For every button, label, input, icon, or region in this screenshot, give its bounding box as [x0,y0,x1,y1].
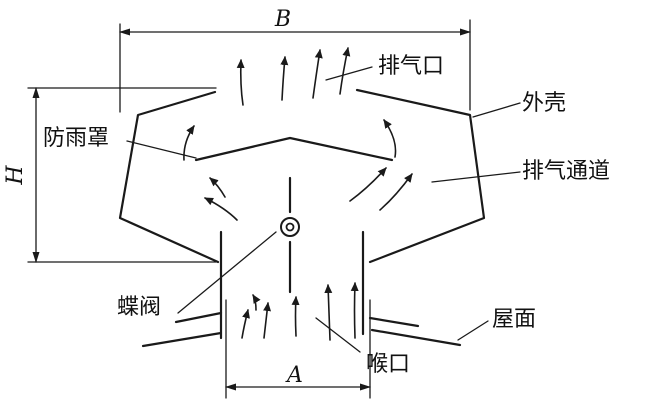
dimension-h: H [3,87,217,263]
rain-hood [194,136,394,162]
leader-lines [126,66,521,353]
label-butterfly-valve: 蝶阀 [117,295,161,320]
label-shell: 外壳 [522,91,566,116]
outer-shell [118,88,486,264]
label-exhaust-channel: 排气通道 [522,159,610,184]
label-rain-hood: 防雨罩 [43,126,109,151]
dimension-h-label: H [3,165,28,186]
butterfly-valve [280,176,300,294]
throat-duct [141,230,462,348]
airflow-arrows [183,47,413,341]
dimension-a-label: A [285,363,303,388]
label-roof: 屋面 [492,307,536,332]
dimension-b: B [119,7,471,113]
label-exhaust-outlet: 排气口 [378,54,444,79]
dimension-a: A [225,299,371,399]
label-throat: 喉口 [366,352,410,377]
dimension-b-label: B [274,7,291,32]
